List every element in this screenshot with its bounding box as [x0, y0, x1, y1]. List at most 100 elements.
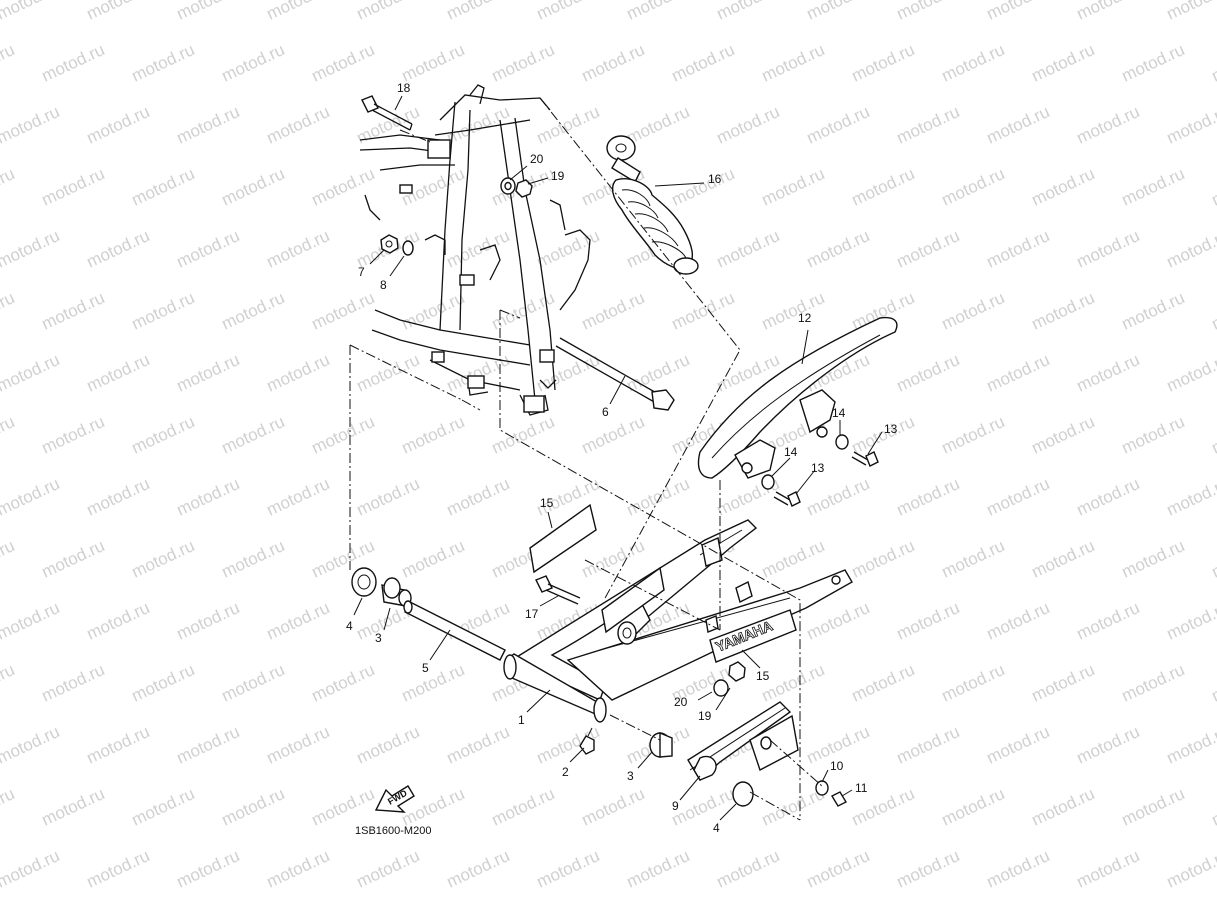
- callout-3-right: 3: [627, 769, 634, 783]
- callout-10: 10: [830, 759, 844, 773]
- callout-labels: 18 20 19 16 7 8 12 6 14 13 14 13 15 17 4…: [346, 81, 898, 835]
- watermark-text: motod.ru: [1209, 412, 1217, 458]
- watermark-text: motod.ru: [129, 660, 198, 706]
- watermark-text: motod.ru: [264, 846, 333, 892]
- watermark-text: motod.ru: [714, 0, 783, 24]
- watermark-text: motod.ru: [0, 164, 17, 210]
- watermark-text: motod.ru: [579, 288, 648, 334]
- watermark-text: motod.ru: [1029, 784, 1098, 830]
- watermark-text: motod.ru: [804, 598, 873, 644]
- watermark-text: motod.ru: [129, 908, 198, 913]
- watermark-text: motod.ru: [0, 350, 62, 396]
- watermark-text: motod.ru: [174, 598, 243, 644]
- diagram-code: 1SB1600-M200: [355, 825, 431, 837]
- watermark-text: motod.ru: [399, 288, 468, 334]
- callout-13-b: 13: [811, 461, 825, 475]
- watermark-text: motod.ru: [984, 846, 1053, 892]
- watermark-text: motod.ru: [534, 102, 603, 148]
- watermark-text: motod.ru: [0, 102, 62, 148]
- grease-nipple-2: [569, 727, 595, 763]
- watermark-text: motod.ru: [1209, 908, 1217, 913]
- watermark-text: motod.ru: [894, 0, 963, 24]
- watermark-text: motod.ru: [1119, 784, 1188, 830]
- callout-19-lower: 19: [698, 709, 712, 723]
- watermark-text: motod.ru: [489, 908, 558, 913]
- watermark-text: motod.ru: [579, 908, 648, 913]
- callout-13-a: 13: [884, 422, 898, 436]
- watermark-text: motod.ru: [804, 846, 873, 892]
- callout-5: 5: [422, 661, 429, 675]
- watermark-text: motod.ru: [1209, 536, 1217, 582]
- watermark-text: motod.ru: [849, 660, 918, 706]
- frame: [359, 84, 591, 416]
- watermark-text: motod.ru: [669, 288, 738, 334]
- callout-15-lower: 15: [756, 669, 770, 683]
- watermark-text: motod.ru: [759, 164, 828, 210]
- watermark-text: motod.ru: [1164, 474, 1217, 520]
- watermark-text: motod.ru: [534, 0, 603, 24]
- bolt-17: [535, 575, 581, 607]
- watermark-text: motod.ru: [1119, 288, 1188, 334]
- watermark-text: motod.ru: [0, 722, 62, 768]
- callout-20-upper: 20: [530, 152, 544, 166]
- upper-leaders: [369, 95, 883, 495]
- watermark-text: motod.ru: [84, 102, 153, 148]
- watermark-text: motod.ru: [174, 350, 243, 396]
- watermark-text: motod.ru: [939, 288, 1008, 334]
- watermark-text: motod.ru: [309, 660, 378, 706]
- watermark-text: motod.ru: [939, 40, 1008, 86]
- watermark-text: motod.ru: [939, 536, 1008, 582]
- washer-20-nut-19-lower: [697, 661, 746, 711]
- watermark-text: motod.ru: [219, 40, 288, 86]
- watermark-text: motod.ru: [579, 40, 648, 86]
- watermark-text: motod.ru: [354, 846, 423, 892]
- watermark-text: motod.ru: [1119, 412, 1188, 458]
- watermark-text: motod.ru: [129, 164, 198, 210]
- watermark-text: motod.ru: [1074, 0, 1143, 24]
- watermark-text: motod.ru: [264, 102, 333, 148]
- watermark-text: motod.ru: [84, 722, 153, 768]
- watermark-text: motod.ru: [264, 722, 333, 768]
- watermark-text: motod.ru: [0, 226, 62, 272]
- watermark-text: motod.ru: [624, 350, 693, 396]
- watermark-text: motod.ru: [399, 908, 468, 913]
- callout-12: 12: [798, 311, 812, 325]
- watermark-text: motod.ru: [219, 908, 288, 913]
- watermark-text: motod.ru: [84, 0, 153, 24]
- watermark-text: motod.ru: [1119, 536, 1188, 582]
- watermark-text: motod.ru: [1209, 164, 1217, 210]
- watermark-text: motod.ru: [939, 660, 1008, 706]
- watermark-text: motod.ru: [939, 412, 1008, 458]
- watermark-text: motod.ru: [1209, 40, 1217, 86]
- watermark-text: motod.ru: [444, 0, 513, 24]
- watermark-text: motod.ru: [129, 784, 198, 830]
- callout-6: 6: [602, 405, 609, 419]
- pivot-parts-left: [351, 567, 506, 661]
- watermark-text: motod.ru: [984, 598, 1053, 644]
- watermark-text: motod.ru: [39, 40, 108, 86]
- watermark-text: motod.ru: [264, 474, 333, 520]
- watermark-text: motod.ru: [39, 288, 108, 334]
- watermark-text: motod.ru: [444, 846, 513, 892]
- watermark-text: motod.ru: [39, 908, 108, 913]
- decal-15-upper: [529, 503, 597, 574]
- watermark-text: motod.ru: [624, 846, 693, 892]
- bolt-18: [361, 95, 413, 131]
- watermark-text: motod.ru: [1074, 102, 1143, 148]
- nut-7-washer-8: [380, 234, 414, 256]
- watermark-text: motod.ru: [264, 350, 333, 396]
- watermark-text: motod.ru: [0, 784, 17, 830]
- watermark-text: motod.ru: [174, 474, 243, 520]
- watermark-text: motod.ru: [0, 474, 62, 520]
- watermark-text: motod.ru: [894, 350, 963, 396]
- watermark-text: motod.ru: [354, 722, 423, 768]
- watermark-text: motod.ru: [0, 0, 62, 24]
- watermark-text: motod.ru: [219, 784, 288, 830]
- watermark-text: motod.ru: [759, 288, 828, 334]
- watermark-text: motod.ru: [984, 722, 1053, 768]
- watermark-text: motod.ru: [804, 226, 873, 272]
- watermark-text: motod.ru: [1119, 164, 1188, 210]
- watermark-text: motod.ru: [129, 412, 198, 458]
- watermark-text: motod.ru: [984, 474, 1053, 520]
